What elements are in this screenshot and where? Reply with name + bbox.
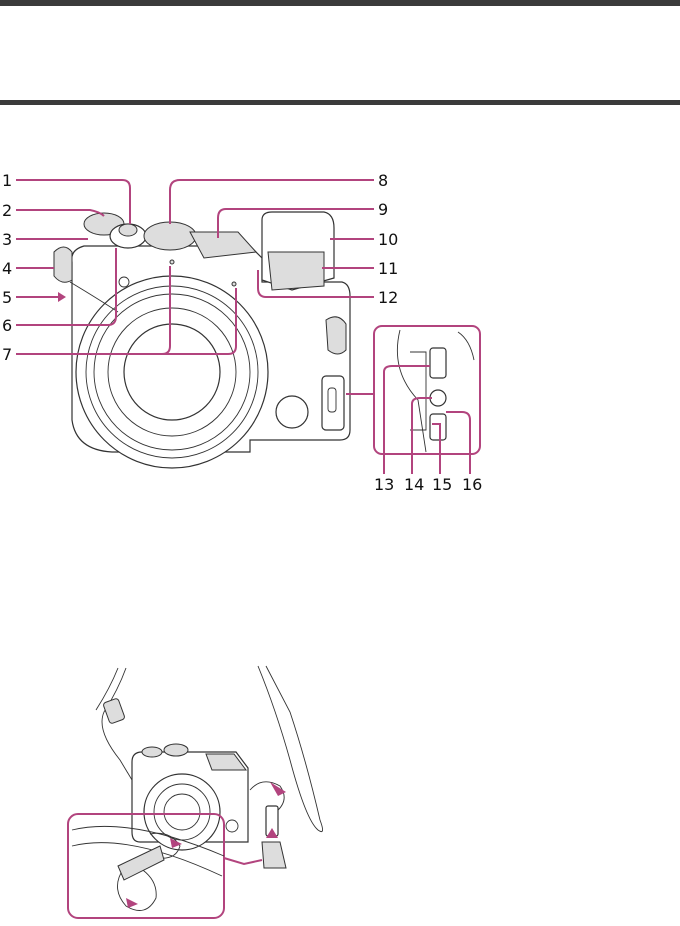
callout-9: 9 (378, 200, 388, 219)
callout-14: 14 (404, 475, 424, 494)
callout-1: 1 (2, 171, 12, 190)
callout-10: 10 (378, 230, 398, 249)
camera-front-illustration (54, 212, 350, 468)
callout-11: 11 (378, 259, 398, 278)
callout-12: 12 (378, 288, 398, 307)
callout-15: 15 (432, 475, 452, 494)
callout-4: 4 (2, 259, 12, 278)
callout-16: 16 (462, 475, 482, 494)
callout-6: 6 (2, 316, 12, 335)
strap-attachment-illustration (68, 666, 323, 918)
callout-8: 8 (378, 171, 388, 190)
callout-3: 3 (2, 230, 12, 249)
callout-13: 13 (374, 475, 394, 494)
callout-7: 7 (2, 345, 12, 364)
callout-2: 2 (2, 201, 12, 220)
port-closeup-illustration (374, 326, 480, 454)
callout-5: 5 (2, 288, 12, 307)
